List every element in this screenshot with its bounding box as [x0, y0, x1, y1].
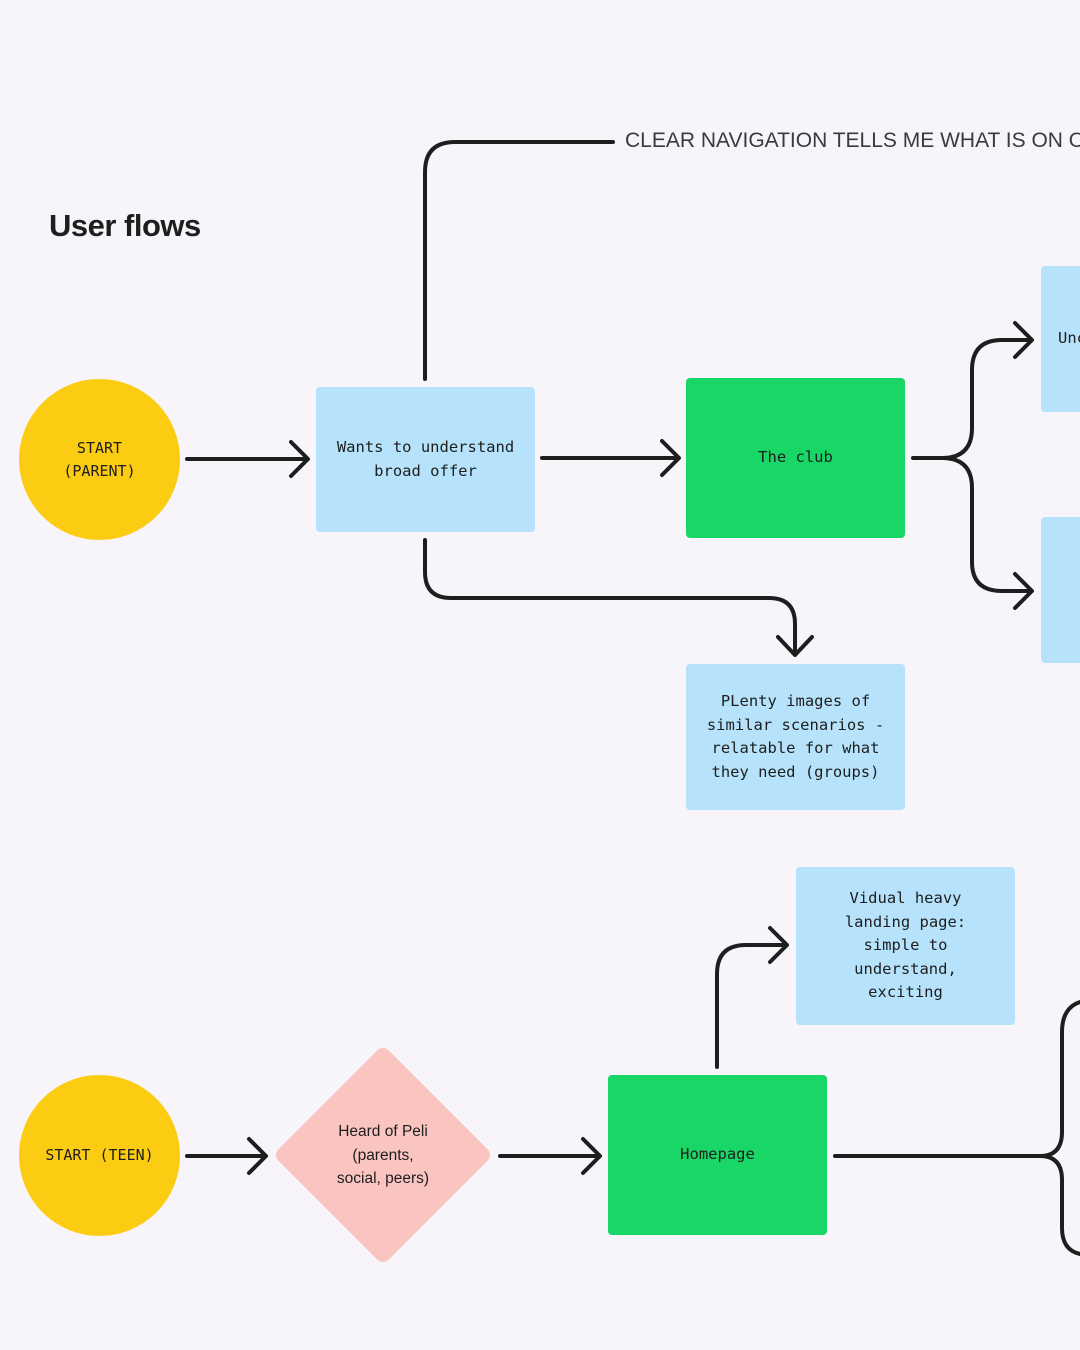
- arrowhead-homepage: [581, 1137, 602, 1175]
- wants-to-understand-node: Wants to understand broad offer: [316, 387, 535, 532]
- heard-of-peli-label: Heard of Peli (parents, social, peers): [336, 1123, 430, 1187]
- arrowhead-branch-bottom: [1013, 572, 1034, 610]
- connector-club-branch-lower: [940, 456, 1033, 593]
- homepage-node: Homepage: [608, 1075, 827, 1235]
- arrowhead-visual: [768, 926, 789, 964]
- the-club-node: The club: [686, 378, 905, 538]
- start-parent-node: START (PARENT): [19, 379, 180, 540]
- arrowhead-club: [660, 439, 681, 477]
- arrowhead-wants: [289, 440, 310, 478]
- start-teen-node: START (TEEN): [19, 1075, 180, 1236]
- connector-homepage-branch: [833, 1000, 1080, 1158]
- branch-top-node: Unc: [1041, 266, 1080, 412]
- connector-wants-to-nav-note: [423, 140, 615, 381]
- page-title: User flows: [49, 208, 201, 243]
- nav-note-label: CLEAR NAVIGATION TELLS ME WHAT IS ON OF: [625, 129, 1080, 152]
- visual-heavy-landing-node: Vidual heavy landing page: simple to und…: [796, 867, 1015, 1025]
- connector-homepage-to-visual: [715, 943, 788, 1069]
- branch-bottom-node: [1041, 517, 1080, 663]
- connector-wants-to-images: [423, 538, 797, 656]
- connector-homepage-branch-lower: [1038, 1154, 1080, 1256]
- arrowhead-heard: [247, 1137, 268, 1175]
- arrowhead-images: [776, 635, 814, 657]
- connector-club-branch: [911, 338, 1033, 460]
- arrowhead-branch-top: [1013, 321, 1034, 359]
- plenty-images-node: PLenty images of similar scenarios - rel…: [686, 664, 905, 810]
